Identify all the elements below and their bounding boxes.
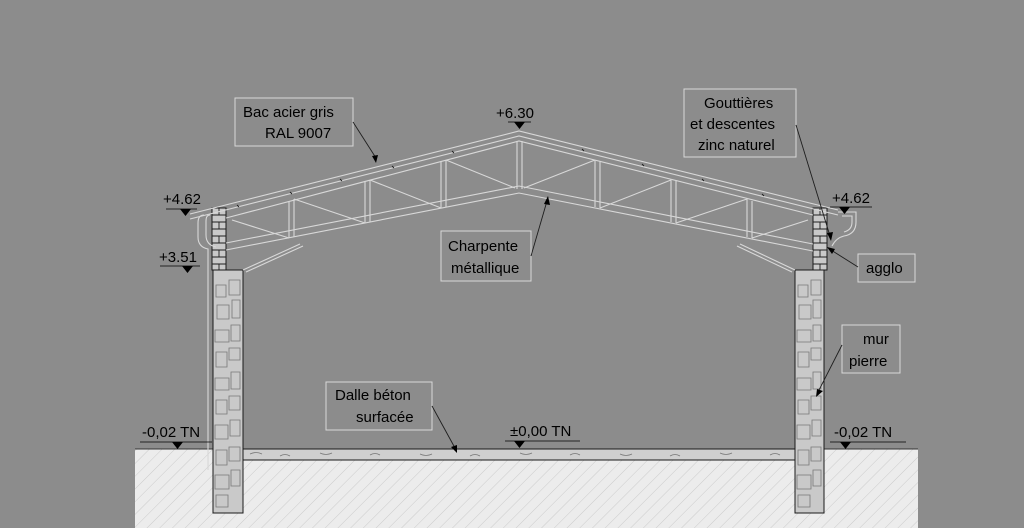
callout-slab: Dalle béton surfacée xyxy=(325,381,457,453)
steel-truss xyxy=(225,140,814,273)
level-gutter-value: +3.51 xyxy=(159,249,197,266)
callout-slab-line1: Dalle béton xyxy=(335,387,411,404)
concrete-slab xyxy=(242,448,796,461)
level-ridge-value: +6.30 xyxy=(496,105,534,122)
gutter-left xyxy=(197,214,217,470)
level-ridge: +6.30 xyxy=(496,105,534,129)
block-courses-left xyxy=(211,207,227,271)
callout-block: agglo xyxy=(827,247,916,283)
stone-wall-left xyxy=(212,269,244,514)
level-eave-left-value: +4.62 xyxy=(163,191,201,208)
callout-wall: mur pierre xyxy=(816,324,901,397)
level-ground-left-value: -0,02 TN xyxy=(142,424,200,441)
callout-slab-line2: surfacée xyxy=(356,409,414,426)
callout-gutters-line1: Gouttières xyxy=(704,95,773,112)
level-ground-right-value: -0,02 TN xyxy=(834,424,892,441)
level-eave-right: +4.62 xyxy=(830,190,872,214)
level-eave-right-value: +4.62 xyxy=(832,190,870,207)
level-ground-left: -0,02 TN xyxy=(140,424,212,449)
level-ground-right: -0,02 TN xyxy=(830,424,906,449)
gutter-right xyxy=(831,211,857,247)
callout-wall-line2: pierre xyxy=(849,353,887,370)
callout-frame-line2: métallique xyxy=(451,260,519,277)
callout-wall-line1: mur xyxy=(863,331,889,348)
callout-gutters-line3: zinc naturel xyxy=(698,137,775,154)
callout-frame-line1: Charpente xyxy=(448,238,518,255)
roof-sheeting xyxy=(189,130,839,220)
callout-roof-line2: RAL 9007 xyxy=(265,125,331,142)
callout-roof-line1: Bac acier gris xyxy=(243,104,334,121)
level-gutter: +3.51 xyxy=(159,249,200,273)
level-floor-value: ±0,00 TN xyxy=(510,423,571,440)
callout-roof: Bac acier gris RAL 9007 xyxy=(234,97,378,163)
callout-block-text: agglo xyxy=(866,260,903,277)
callout-gutters-line2: et descentes xyxy=(690,116,775,133)
level-floor: ±0,00 TN xyxy=(505,423,580,448)
block-courses-right xyxy=(812,207,828,271)
callout-frame: Charpente métallique xyxy=(440,196,550,282)
level-eave-left: +4.62 xyxy=(163,191,201,216)
callout-gutters: Gouttières et descentes zinc naturel xyxy=(683,88,833,241)
ground-soil xyxy=(135,448,918,528)
